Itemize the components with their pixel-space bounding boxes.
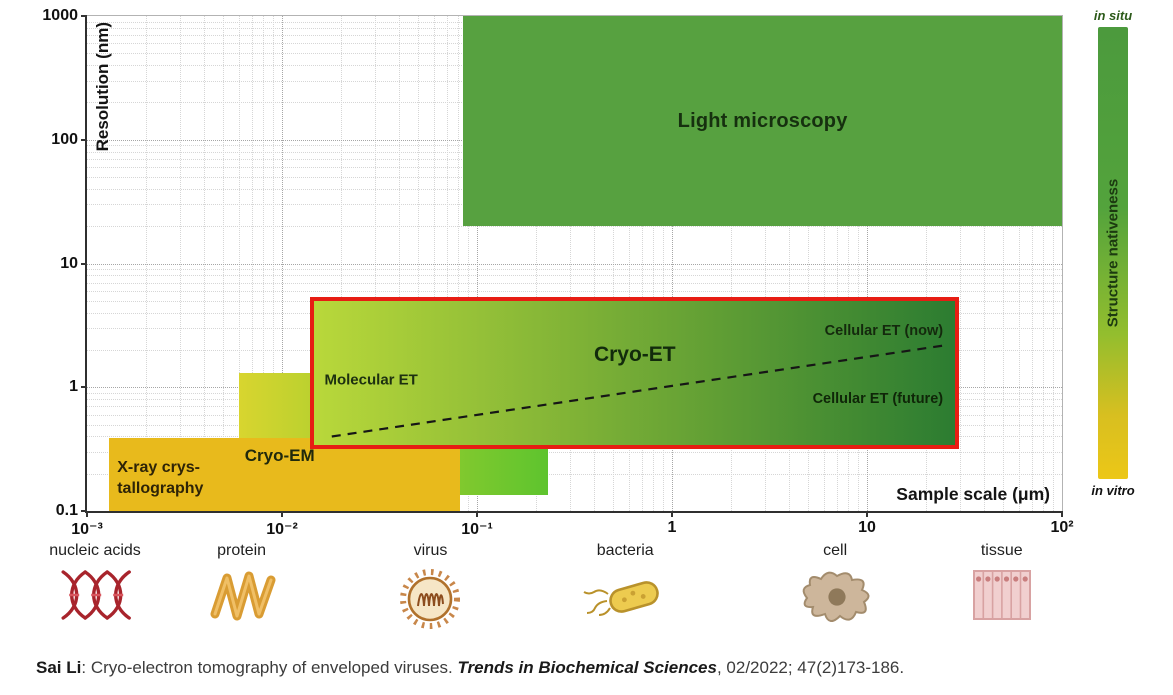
y-tick-label: 100	[51, 130, 78, 148]
gridline-minor	[87, 269, 1062, 271]
y-axis-title: Resolution (nm)	[93, 22, 112, 152]
x-tick-label: 10⁻³	[71, 521, 103, 538]
x-tick-label: 10⁻¹	[461, 521, 493, 538]
gridline-minor	[145, 16, 147, 511]
gridline-minor	[180, 16, 182, 511]
specimen-protein: protein	[205, 542, 279, 624]
label-xray: X-ray crys- tallography	[117, 459, 204, 498]
citation: Sai Li: Cryo-electron tomography of enve…	[36, 658, 904, 678]
dna-icon	[49, 566, 141, 624]
x-tick-mark	[281, 511, 283, 517]
x-axis-title: Sample scale (μm)	[896, 484, 1050, 504]
label-cryo-et-title: Cryo-ET	[593, 343, 676, 367]
region-light-microscopy: Light microscopy	[463, 16, 1062, 227]
bacteria-icon	[582, 566, 668, 626]
region-xray: X-ray crys- tallography	[109, 437, 461, 511]
x-tick-mark	[866, 511, 868, 517]
gridline-minor	[87, 226, 1062, 228]
colorbar-bottom-label: in vitro	[1091, 483, 1135, 498]
specimen-nucleic-acids: nucleic acids	[49, 542, 141, 624]
cell-icon	[795, 566, 875, 628]
x-tick-label: 10⁻²	[266, 521, 298, 538]
specimen-bacteria: bacteria	[582, 542, 668, 626]
gridline-minor	[223, 16, 225, 511]
specimen-label: tissue	[980, 542, 1023, 559]
y-tick-mark	[81, 262, 87, 265]
y-tick-label: 0.1	[55, 502, 78, 519]
y-tick-label: 1000	[42, 7, 78, 24]
specimen-virus: virus	[397, 542, 463, 632]
gridline-major	[87, 263, 1062, 265]
label-cryo-em: Cryo-EM	[244, 446, 315, 466]
specimen-tissue: tissue	[971, 542, 1033, 624]
label-cellular-et-now: Cellular ET (now)	[824, 322, 944, 339]
region-cryo-et: Cryo-ET Molecular ET Cellular ET (now) Cell…	[310, 296, 960, 449]
label-molecular-et: Molecular ET	[324, 371, 418, 389]
x-tick-mark	[476, 511, 478, 517]
x-tick-label: 1	[667, 519, 677, 536]
y-tick-mark	[81, 138, 87, 141]
x-tick-mark	[671, 511, 673, 517]
gridline-minor	[87, 275, 1062, 277]
y-tick-label: 10	[60, 254, 78, 272]
y-tick-mark	[81, 386, 87, 389]
specimen-label: cell	[823, 542, 848, 559]
citation-author: Sai Li	[36, 658, 82, 677]
specimen-label: bacteria	[596, 542, 654, 559]
label-cellular-et-future: Cellular ET (future)	[812, 390, 944, 407]
specimen-label: nucleic acids	[49, 542, 141, 559]
label-light-microscopy: Light microscopy	[677, 109, 848, 132]
x-tick-mark	[1061, 511, 1063, 517]
gridline-minor	[87, 282, 1062, 284]
citation-title: Cryo-electron tomography of enveloped vi…	[90, 658, 458, 677]
colorbar-gradient: Structure nativeness	[1098, 27, 1128, 479]
colorbar: in situ Structure nativeness in vitro	[1082, 8, 1144, 498]
specimen-label: protein	[217, 542, 267, 559]
citation-separator: :	[81, 658, 91, 677]
colorbar-title: Structure nativeness	[1104, 178, 1122, 328]
y-tick-label: 1	[69, 378, 78, 396]
specimen-label: virus	[413, 542, 448, 559]
citation-tail: , 02/2022; 47(2)173-186.	[716, 658, 905, 677]
specimen-cell: cell	[795, 542, 875, 628]
protein-icon	[205, 566, 279, 624]
colorbar-top-label: in situ	[1093, 8, 1133, 23]
y-tick-mark	[81, 510, 87, 512]
tissue-icon	[971, 566, 1033, 624]
y-tick-mark	[81, 15, 87, 17]
citation-journal: Trends in Biochemical Sciences	[457, 658, 717, 677]
x-tick-mark	[86, 511, 88, 517]
x-tick-label: 10	[858, 519, 876, 536]
x-tick-label: 10²	[1050, 519, 1074, 536]
plot-area: Resolution (nm) Sample scale (μm) Cryo-E…	[42, 7, 1073, 538]
virus-icon	[397, 566, 463, 632]
gridline-minor	[204, 16, 206, 511]
specimen-scale-row: nucleic acids protein virus bacteria cell tis…	[0, 542, 1173, 642]
gridline-minor	[87, 290, 1062, 292]
